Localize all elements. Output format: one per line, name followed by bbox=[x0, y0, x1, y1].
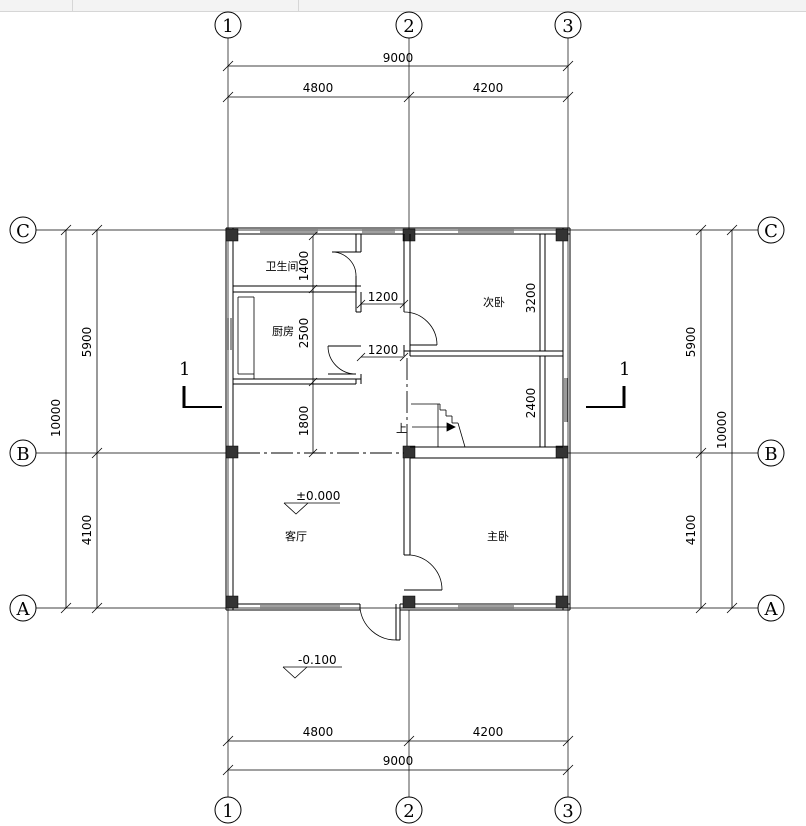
room-label-second-bedroom: 次卧 bbox=[483, 295, 505, 309]
room-label-kitchen: 厨房 bbox=[272, 325, 294, 338]
doors bbox=[327, 251, 443, 641]
dimension-right: 5900 4100 10000 bbox=[684, 224, 738, 614]
toolbar-tab[interactable] bbox=[73, 0, 299, 11]
stairs: 上 bbox=[396, 403, 466, 448]
inner-dimensions: 1400 2500 1800 1200 1200 3200 2400 bbox=[297, 231, 538, 458]
svg-text:C: C bbox=[16, 221, 30, 242]
room-label-living-room: 客厅 bbox=[285, 529, 307, 543]
columns bbox=[225, 228, 569, 609]
windows bbox=[227, 229, 568, 609]
dim-left-total: 10000 bbox=[49, 399, 63, 437]
axis-bubble-left-b: B bbox=[9, 439, 37, 467]
toolbar-tab[interactable] bbox=[0, 0, 73, 11]
axis-lines bbox=[36, 38, 758, 797]
dim-right-upper: 5900 bbox=[684, 327, 698, 358]
dim-top-seg1: 4800 bbox=[303, 81, 334, 95]
dim-kitchen-height: 2500 bbox=[297, 318, 311, 349]
svg-text:B: B bbox=[16, 444, 29, 465]
section-mark-left: 1 bbox=[179, 359, 222, 408]
axis-bubble-left-c: C bbox=[9, 216, 37, 244]
dim-bath-height: 1400 bbox=[297, 251, 311, 282]
svg-text:1: 1 bbox=[179, 359, 190, 380]
stair-up-label: 上 bbox=[396, 422, 407, 435]
dimension-top: 9000 4800 4200 bbox=[222, 51, 574, 103]
dim-top-seg2: 4200 bbox=[473, 81, 504, 95]
window-toolbar bbox=[0, 0, 806, 12]
elevation-mark-outside: -0.100 bbox=[282, 653, 342, 679]
axis-bubble-right-b: B bbox=[757, 439, 785, 467]
dim-corridor-bottom: 1200 bbox=[368, 343, 399, 357]
svg-text:C: C bbox=[764, 221, 778, 242]
dim-hall-height: 1800 bbox=[297, 406, 311, 437]
dim-corridor-top: 1200 bbox=[368, 290, 399, 304]
axis-bubble-bottom-1: 1 bbox=[214, 796, 242, 824]
dim-second-bed-height: 3200 bbox=[524, 283, 538, 314]
dim-top-total: 9000 bbox=[383, 51, 414, 65]
svg-text:A: A bbox=[16, 599, 31, 620]
dimension-bottom: 4800 4200 9000 bbox=[222, 725, 574, 776]
axis-bubble-top-1: 1 bbox=[214, 11, 242, 39]
dim-left-lower: 4100 bbox=[80, 515, 94, 546]
svg-text:2: 2 bbox=[403, 16, 414, 37]
dim-left-upper: 5900 bbox=[80, 327, 94, 358]
svg-text:-0.100: -0.100 bbox=[298, 653, 337, 667]
svg-text:B: B bbox=[764, 444, 777, 465]
svg-text:3: 3 bbox=[562, 16, 573, 37]
svg-text:1: 1 bbox=[222, 801, 233, 822]
dim-bottom-seg2: 4200 bbox=[473, 725, 504, 739]
svg-text:A: A bbox=[764, 599, 779, 620]
axis-bubble-left-a: A bbox=[9, 594, 37, 622]
dim-bottom-total: 9000 bbox=[383, 754, 414, 768]
svg-text:2: 2 bbox=[403, 801, 414, 822]
dim-right-lower: 4100 bbox=[684, 515, 698, 546]
elevation-mark-floor: ±0.000 bbox=[283, 489, 340, 515]
room-labels: 卫生间 厨房 次卧 客厅 主卧 bbox=[266, 259, 510, 543]
dim-bottom-seg1: 4800 bbox=[303, 725, 334, 739]
section-mark-right: 1 bbox=[586, 359, 630, 408]
axis-bubble-right-a: A bbox=[757, 594, 785, 622]
axis-bubble-bottom-3: 3 bbox=[554, 796, 582, 824]
svg-text:±0.000: ±0.000 bbox=[296, 489, 340, 503]
interior-walls bbox=[233, 234, 563, 591]
axis-bubble-right-c: C bbox=[757, 216, 785, 244]
svg-text:1: 1 bbox=[222, 16, 233, 37]
room-label-master-bedroom: 主卧 bbox=[487, 530, 509, 543]
dim-right-total: 10000 bbox=[715, 411, 729, 449]
dimension-left: 10000 5900 4100 bbox=[49, 224, 103, 614]
axis-bubble-bottom-2: 2 bbox=[395, 796, 423, 824]
axis-bubble-top-3: 3 bbox=[554, 11, 582, 39]
exterior-walls bbox=[225, 227, 571, 611]
dim-stair-height: 2400 bbox=[524, 388, 538, 419]
room-label-bathroom: 卫生间 bbox=[266, 259, 299, 273]
axis-bubble-top-2: 2 bbox=[395, 11, 423, 39]
svg-text:1: 1 bbox=[619, 359, 630, 380]
svg-text:3: 3 bbox=[562, 801, 573, 822]
